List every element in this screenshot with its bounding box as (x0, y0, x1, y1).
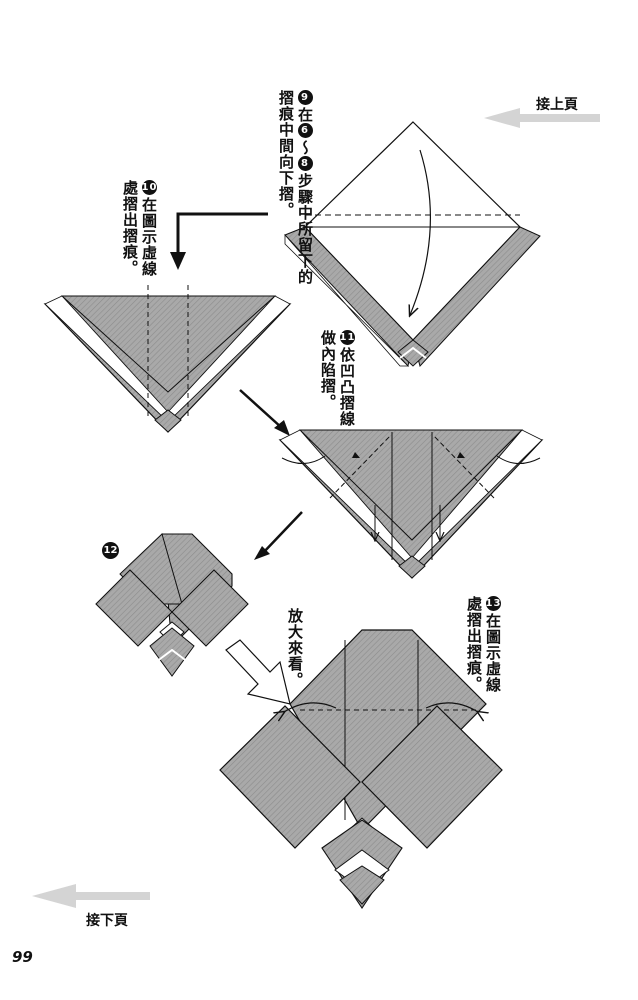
flow-arrow-11-12-icon (254, 511, 303, 560)
step13-instruction: 13在圖示虛線處摺出摺痕。 (464, 596, 502, 696)
next-page-arrow-icon (32, 884, 150, 908)
step12-label: 12 (102, 538, 119, 561)
step10-instruction: 10在圖示虛線處摺出摺痕。 (120, 180, 158, 280)
step13-model (219, 629, 503, 909)
flow-arrow-10-11-icon (239, 389, 290, 436)
step10-model (43, 285, 292, 433)
step9-ref-8: 8 (297, 156, 313, 171)
page-number: 99 (12, 948, 33, 966)
step9-number: 9 (297, 90, 313, 105)
step9-model (284, 121, 541, 368)
step13-number: 13 (485, 596, 502, 611)
zoom-instruction: 放大來看。 (286, 608, 304, 688)
zoom-arrow-icon (225, 639, 291, 705)
step11-model (278, 429, 544, 579)
step9-text-a: 在 (296, 107, 314, 123)
step9-text-b: 步驟中所留下的摺痕中間向下摺。 (277, 90, 314, 285)
step11-instruction: 11依凹凸摺線做內陷摺。 (318, 330, 356, 430)
step9-instruction: 9 在6 ～8步驟中所留下的摺痕中間向下摺。 (276, 90, 314, 290)
step9-ref-6: 6 (297, 123, 313, 138)
flow-arrow-9-10-icon (170, 212, 268, 270)
prev-page-arrow-icon (484, 108, 600, 128)
step12-number: 12 (102, 542, 119, 559)
step11-number: 11 (339, 330, 356, 345)
step10-text: 在圖示虛線處摺出摺痕。 (121, 180, 158, 277)
step12-model (95, 533, 249, 677)
step13-text: 在圖示虛線處摺出摺痕。 (465, 596, 502, 693)
next-page-label: 接下頁 (86, 913, 128, 929)
step11-text: 依凹凸摺線做內陷摺。 (319, 330, 356, 427)
step9-tilde: ～ (296, 140, 314, 156)
step10-number: 10 (141, 180, 158, 195)
prev-page-label: 接上頁 (536, 97, 578, 113)
